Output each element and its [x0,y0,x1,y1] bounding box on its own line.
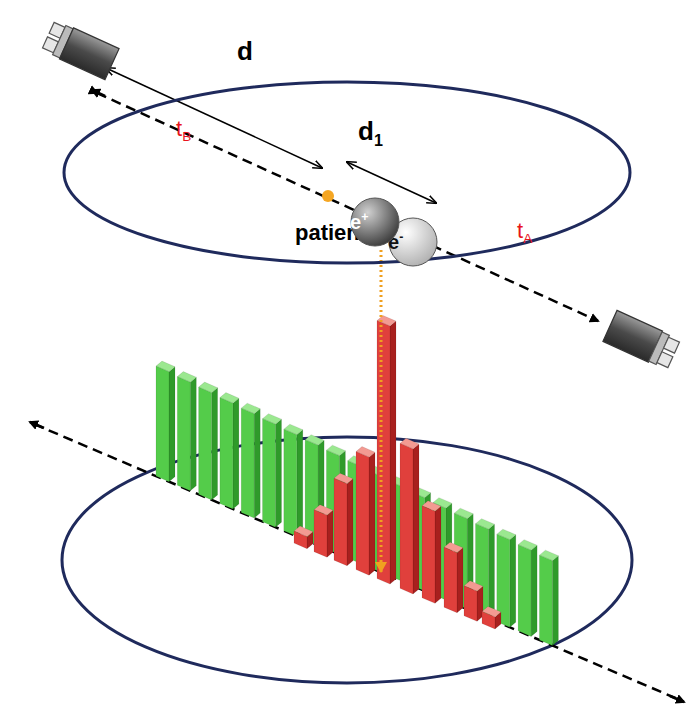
bar-front [518,545,531,637]
bar-front [356,452,369,576]
bar-side [212,388,218,500]
positron: e+ [350,197,400,247]
bar-side [457,548,463,613]
line-of-response [97,93,598,321]
bar-side [552,556,558,646]
bar-front [377,321,390,585]
bar-side [297,430,303,537]
bar-side [276,419,282,527]
midpoint-dot [322,190,334,202]
patient-outline: patiente+e- [62,80,632,265]
bar-side [531,545,537,636]
bar-front [539,555,552,645]
bar-front [482,611,495,629]
distance-label: d [237,36,253,67]
bar-front [263,419,276,528]
axis-arrowhead [30,422,44,428]
detector [603,310,681,370]
bar-front [156,366,169,482]
bar-side [435,506,441,603]
bar-front [294,531,307,549]
axis-arrowhead [670,696,684,702]
bar-side [169,367,175,482]
bar-front [199,387,212,500]
bar-front [334,478,347,566]
bar-front [400,443,413,594]
bar-side [489,524,495,618]
bar-side [347,479,353,566]
bar-front [284,429,297,536]
bar-side [413,444,419,594]
bar-side [254,409,260,518]
bar-front [177,377,190,491]
distance-d1-arrow [347,162,436,203]
bar-front [314,510,327,558]
lor-arrowhead [92,90,105,96]
bar-side [327,510,333,557]
bar-front [241,408,254,518]
bar-side [390,321,396,584]
detector [41,20,119,80]
bar-side [369,452,375,575]
histogram-axis [34,424,680,700]
bar-side [233,398,239,509]
node-text: e+ [350,210,368,234]
histogram-bars [156,316,558,646]
bar-front [422,506,435,604]
time-label: tB [176,116,191,144]
bar-side [190,377,196,491]
distance-label: d1 [358,116,383,150]
patient-outline-projection [62,437,632,683]
bar-front [464,586,477,622]
bar-side [510,535,516,628]
bar-front [444,547,457,613]
time-label: tA [517,218,532,246]
projection-line [380,250,383,572]
bar-front [220,398,233,509]
